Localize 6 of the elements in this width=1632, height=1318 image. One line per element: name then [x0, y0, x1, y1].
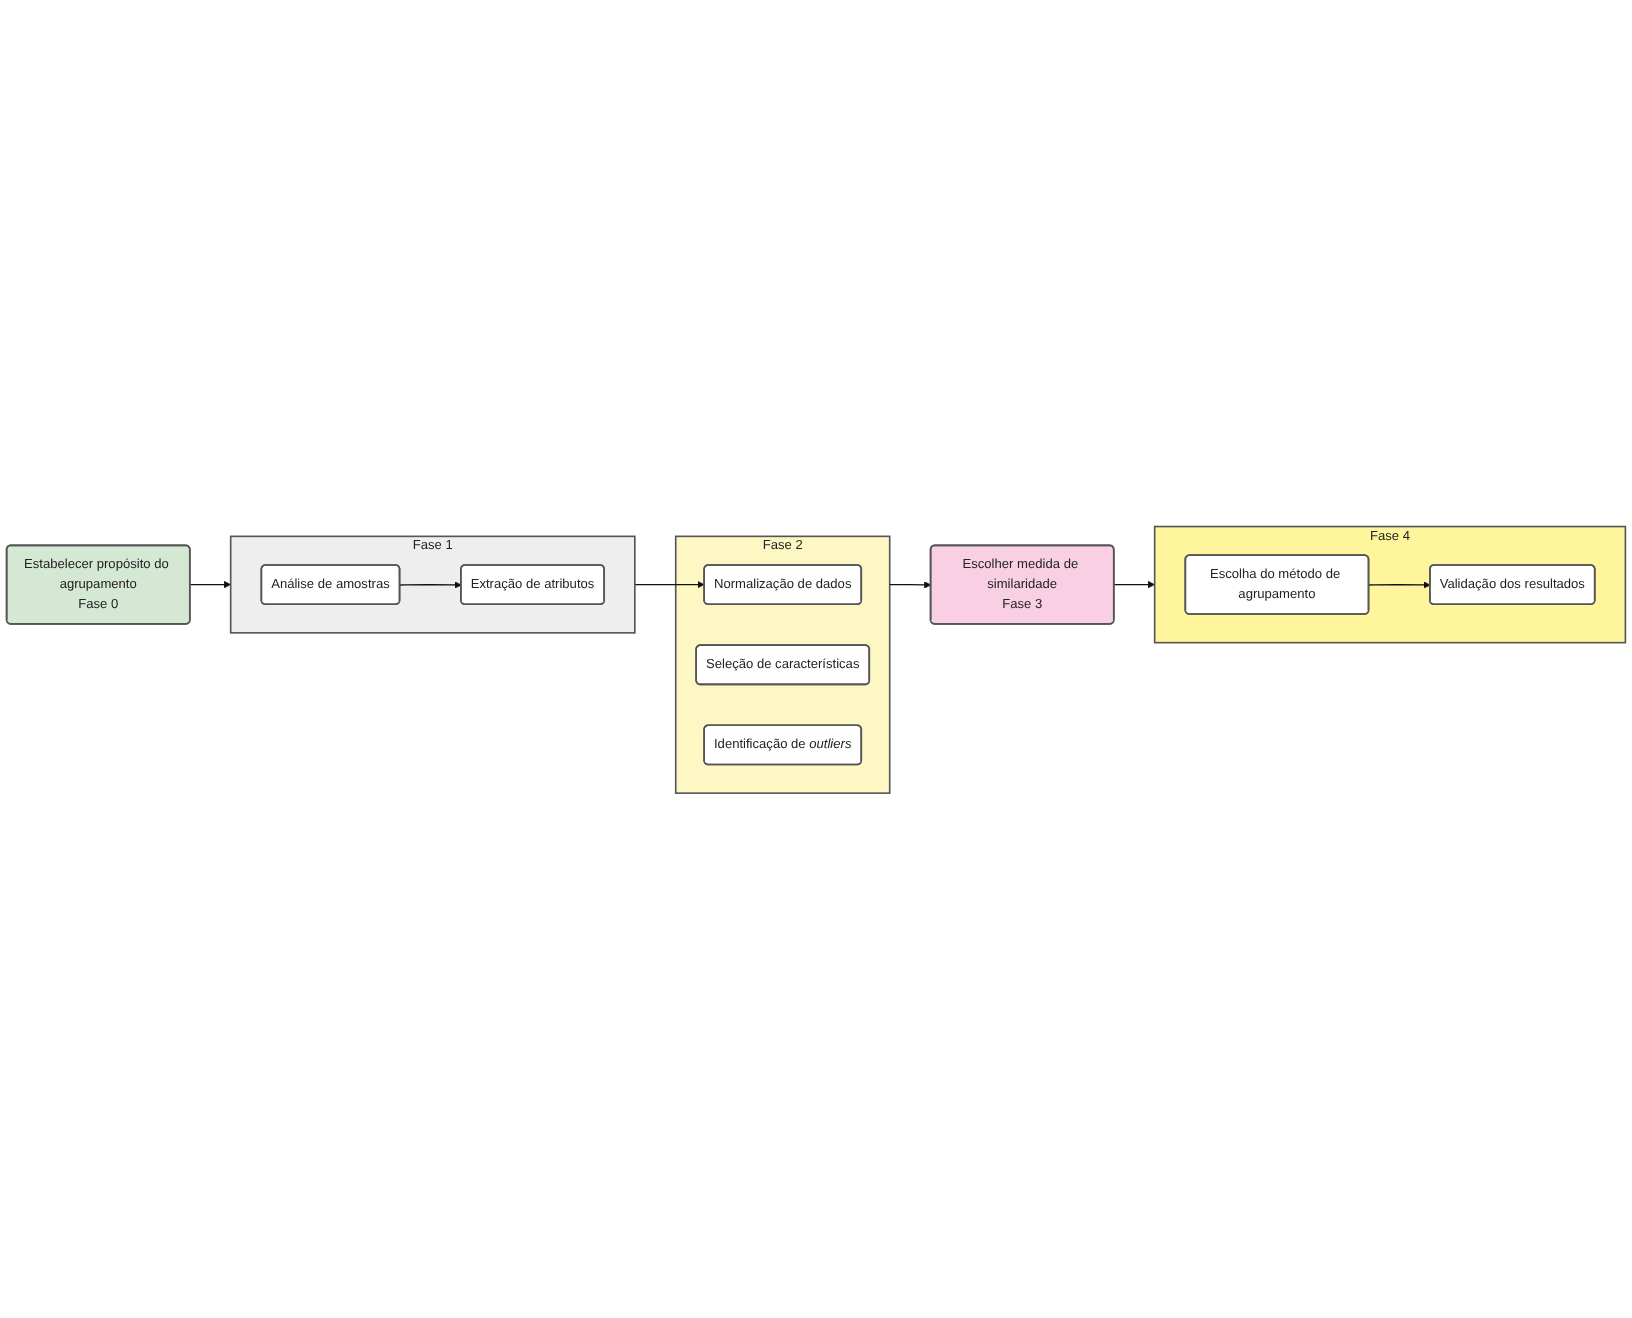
arrow: [1113, 580, 1155, 588]
arrow: [189, 580, 231, 588]
arrow: [889, 580, 932, 588]
arrow: [399, 580, 462, 588]
arrow: [1368, 580, 1431, 588]
arrow: [634, 580, 705, 588]
